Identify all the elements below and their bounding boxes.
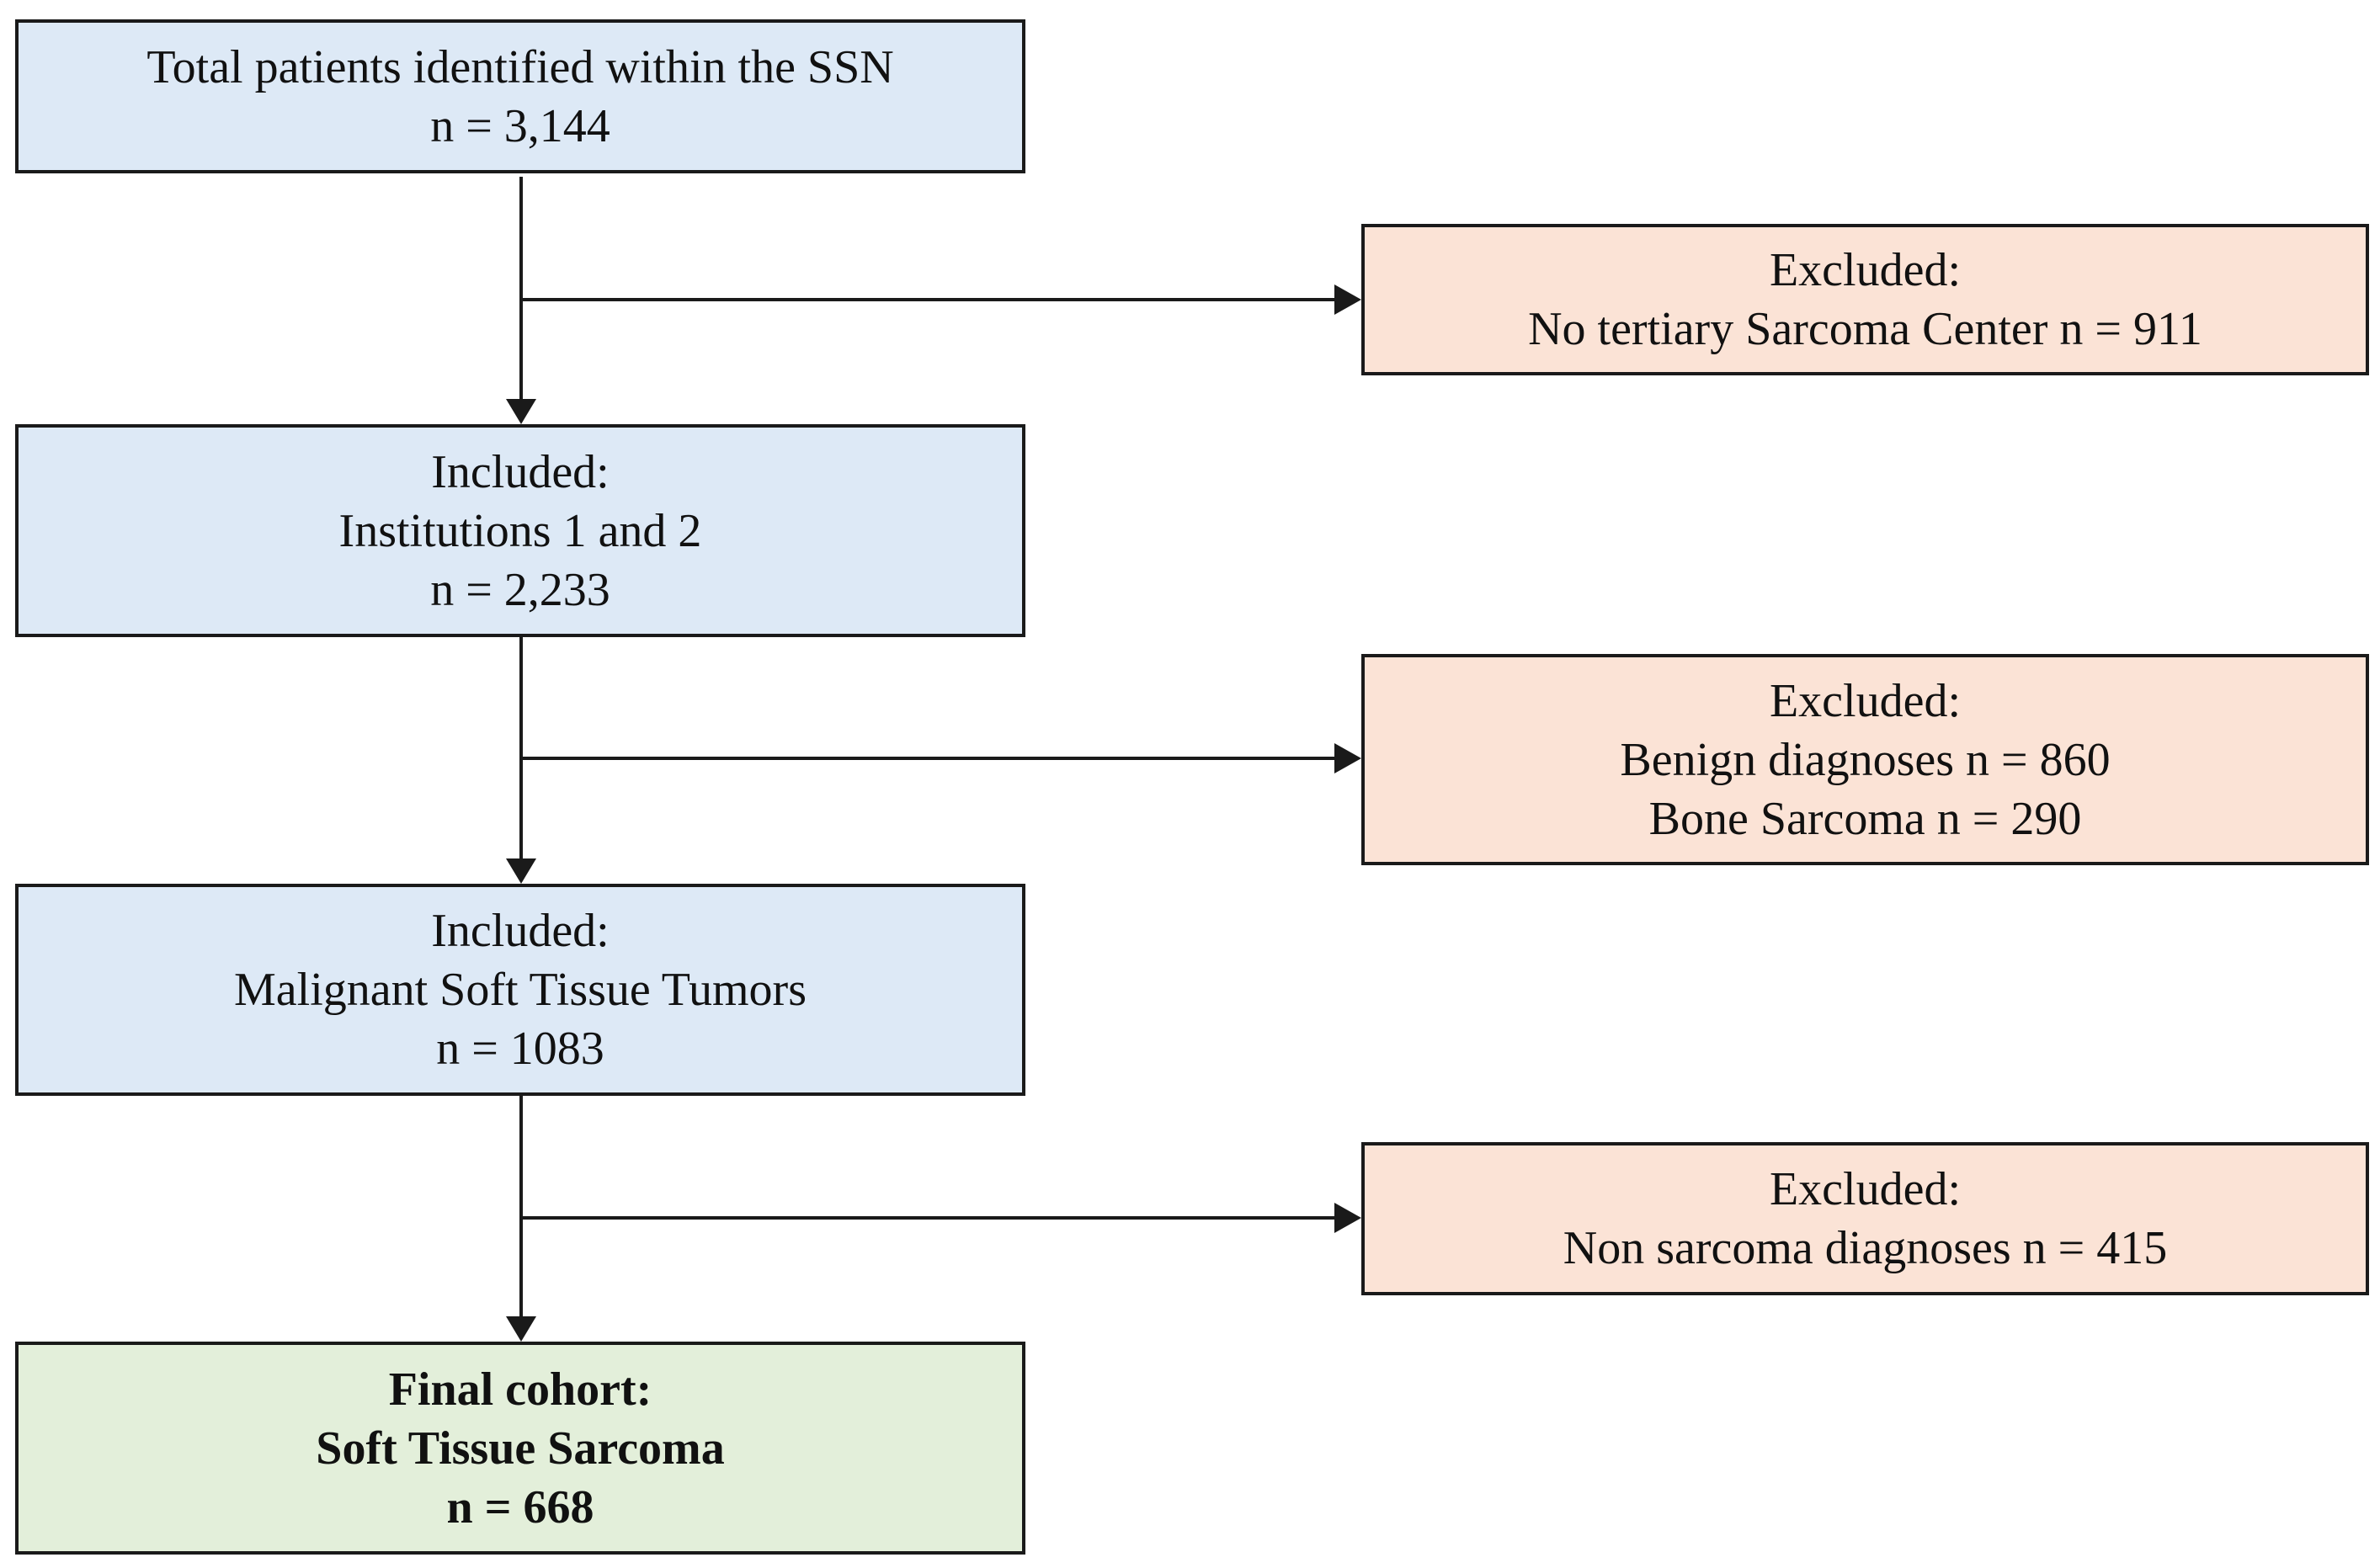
final-heading: Final cohort: xyxy=(388,1363,652,1416)
excluded2-heading: Excluded: xyxy=(1769,674,1962,727)
excluded1-heading: Excluded: xyxy=(1769,244,1962,296)
excluded2-benign: Benign diagnoses n = 860 xyxy=(1620,733,2111,786)
box-final-cohort: Final cohort: Soft Tissue Sarcoma n = 66… xyxy=(15,1342,1025,1555)
arrowhead-excluded3 xyxy=(1334,1203,1361,1233)
excluded3-detail: Non sarcoma diagnoses n = 415 xyxy=(1563,1222,2168,1274)
included1-detail: Institutions 1 and 2 xyxy=(338,504,702,557)
included2-detail: Malignant Soft Tissue Tumors xyxy=(234,964,807,1016)
box-excluded-no-center: Excluded: No tertiary Sarcoma Center n =… xyxy=(1361,224,2369,375)
excluded2-bone: Bone Sarcoma n = 290 xyxy=(1648,792,2082,845)
box-excluded-benign-bone: Excluded: Benign diagnoses n = 860 Bone … xyxy=(1361,654,2369,865)
excluded1-detail: No tertiary Sarcoma Center n = 911 xyxy=(1528,303,2202,355)
total-count: n = 3,144 xyxy=(430,99,610,152)
included2-count: n = 1083 xyxy=(436,1023,604,1075)
box-excluded-non-sarcoma: Excluded: Non sarcoma diagnoses n = 415 xyxy=(1361,1142,2369,1295)
box-included-institutions: Included: Institutions 1 and 2 n = 2,233 xyxy=(15,424,1025,637)
total-label: Total patients identified within the SSN xyxy=(146,40,894,93)
arrowhead-final xyxy=(506,1316,536,1342)
included1-count: n = 2,233 xyxy=(430,563,610,616)
arrowhead-included2 xyxy=(506,858,536,884)
final-detail: Soft Tissue Sarcoma xyxy=(316,1422,725,1475)
final-count: n = 668 xyxy=(446,1480,594,1533)
included1-heading: Included: xyxy=(431,445,610,498)
excluded3-heading: Excluded: xyxy=(1769,1163,1962,1215)
included2-heading: Included: xyxy=(431,905,610,957)
arrowhead-included1 xyxy=(506,399,536,424)
box-total-patients: Total patients identified within the SSN… xyxy=(15,19,1025,173)
arrowhead-excluded1 xyxy=(1334,284,1361,315)
arrowhead-excluded2 xyxy=(1334,743,1361,773)
box-included-malignant: Included: Malignant Soft Tissue Tumors n… xyxy=(15,884,1025,1096)
